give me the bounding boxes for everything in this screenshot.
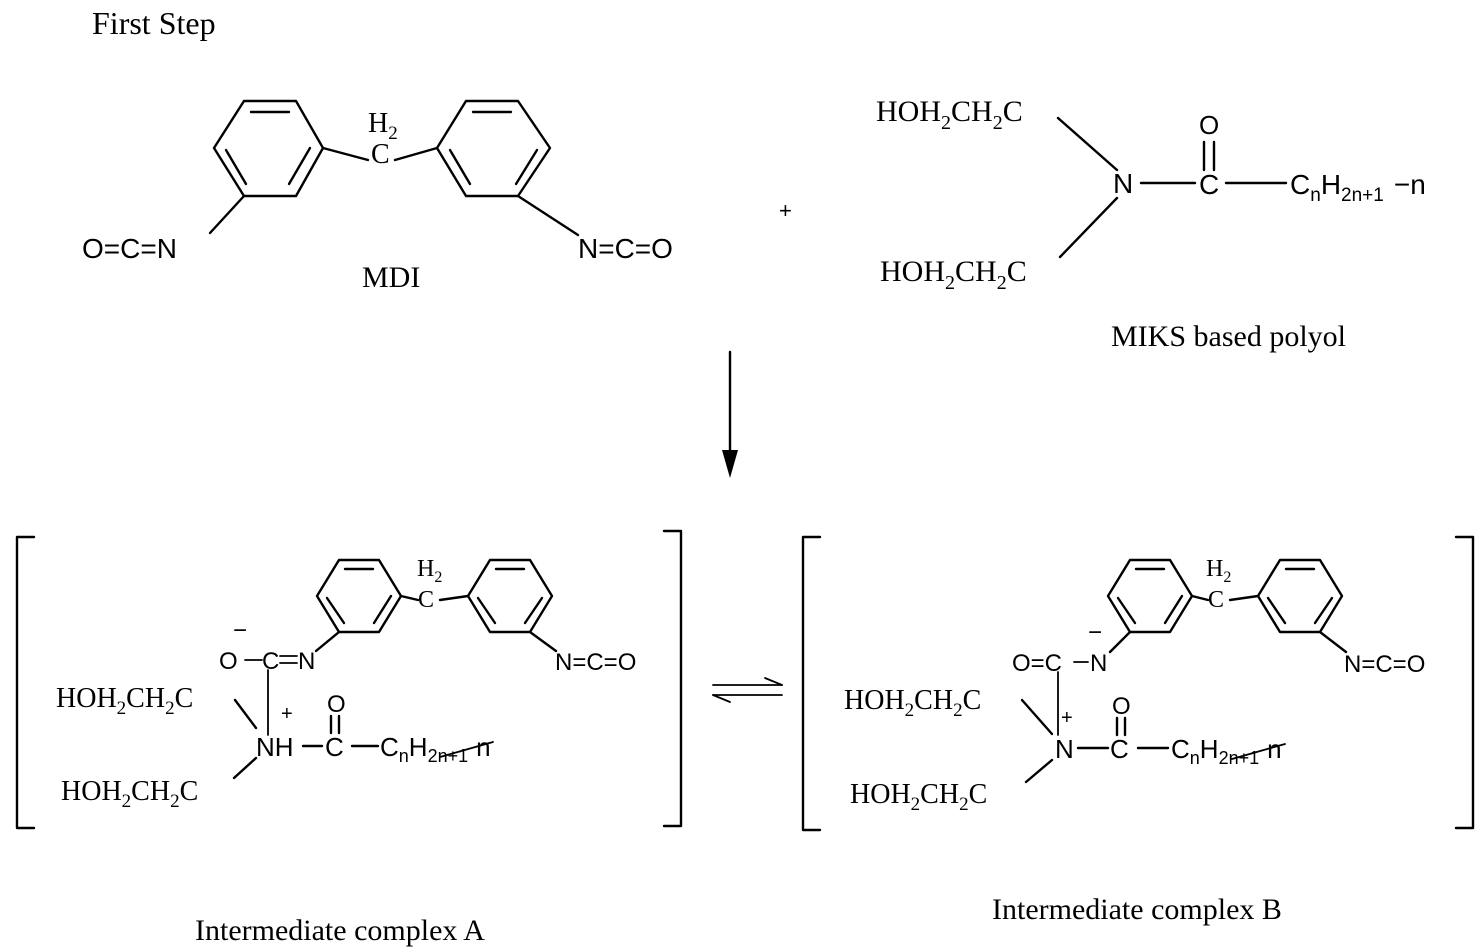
complex-b-oc: O=C	[1012, 650, 1062, 677]
complex-b-label: Intermediate complex B	[992, 893, 1282, 926]
complex-a-oxygen: O	[219, 648, 238, 675]
polyol-branch-bottom: HOH2CH2C	[880, 255, 1027, 294]
mdi-bridge-c: C	[371, 139, 390, 170]
polyol-carbonyl-c: C	[1199, 169, 1219, 200]
complex-b-isocyanate: N=C=O	[1344, 651, 1425, 678]
complex-a-minus: −	[233, 617, 247, 644]
complex-a-label: Intermediate complex A	[195, 914, 485, 947]
mdi-bridge-h: H2	[368, 108, 398, 144]
polyol-label: MIKS based polyol	[1111, 320, 1346, 353]
complex-a-cn-double-bond	[279, 655, 298, 664]
complex-b-branch-bottom: HOH2CH2C	[850, 779, 987, 815]
step-title: First Step	[92, 5, 216, 41]
complex-b-branch-top: HOH2CH2C	[844, 685, 981, 721]
mdi-right-ring	[435, 99, 552, 198]
bracket-complex-a	[15, 529, 683, 830]
complex-a-bridge-c: C	[418, 587, 434, 613]
complex-b-n-center: N	[1055, 734, 1074, 764]
complex-a-carbonyl-c: C	[325, 732, 344, 762]
complex-b-minus: −	[1088, 619, 1102, 646]
complex-b-carbonyl-o: O	[1112, 693, 1131, 720]
bracket-complex-b	[801, 535, 1475, 832]
polyol-branch-top: HOH2CH2C	[876, 95, 1023, 134]
polyol-alkyl-chain: CnH2n+1−n	[1290, 169, 1426, 206]
equilibrium-arrows	[712, 677, 783, 703]
mdi-right-isocyanate: N=C=O	[578, 233, 673, 264]
reaction-arrow	[722, 350, 738, 478]
complex-a-carbon: C	[262, 648, 279, 675]
complex-b-plus: +	[1061, 707, 1073, 729]
complex-a-carbonyl-o: O	[327, 691, 346, 718]
mdi-structure	[208, 99, 580, 237]
complex-a-branch-bottom: HOH2CH2C	[61, 776, 198, 812]
complex-b-structure	[1020, 558, 1348, 784]
complex-a-isocyanate: N=C=O	[555, 649, 636, 676]
complex-a-structure	[232, 558, 558, 780]
complex-a-branch-top: HOH2CH2C	[56, 683, 193, 719]
complex-a-bridge-h: H2	[417, 556, 442, 586]
complex-a-nh: NH	[256, 732, 294, 762]
polyol-carbonyl-o: O	[1199, 110, 1219, 140]
complex-a-plus: +	[281, 703, 293, 725]
complex-b-carbonyl-c: C	[1110, 734, 1129, 764]
complex-b-nitrogen: N	[1090, 650, 1107, 677]
complex-a-nitrogen: N	[298, 648, 315, 675]
polyol-bonds	[1056, 116, 1288, 259]
mdi-label: MDI	[362, 261, 420, 294]
polyol-n-atom: N	[1113, 168, 1133, 199]
plus-sign: +	[779, 198, 792, 223]
mdi-left-ring	[212, 99, 325, 198]
mdi-left-isocyanate: O=C=N	[82, 233, 177, 264]
complex-b-bridge-h: H2	[1206, 556, 1231, 586]
complex-b-bridge-c: C	[1208, 587, 1224, 613]
